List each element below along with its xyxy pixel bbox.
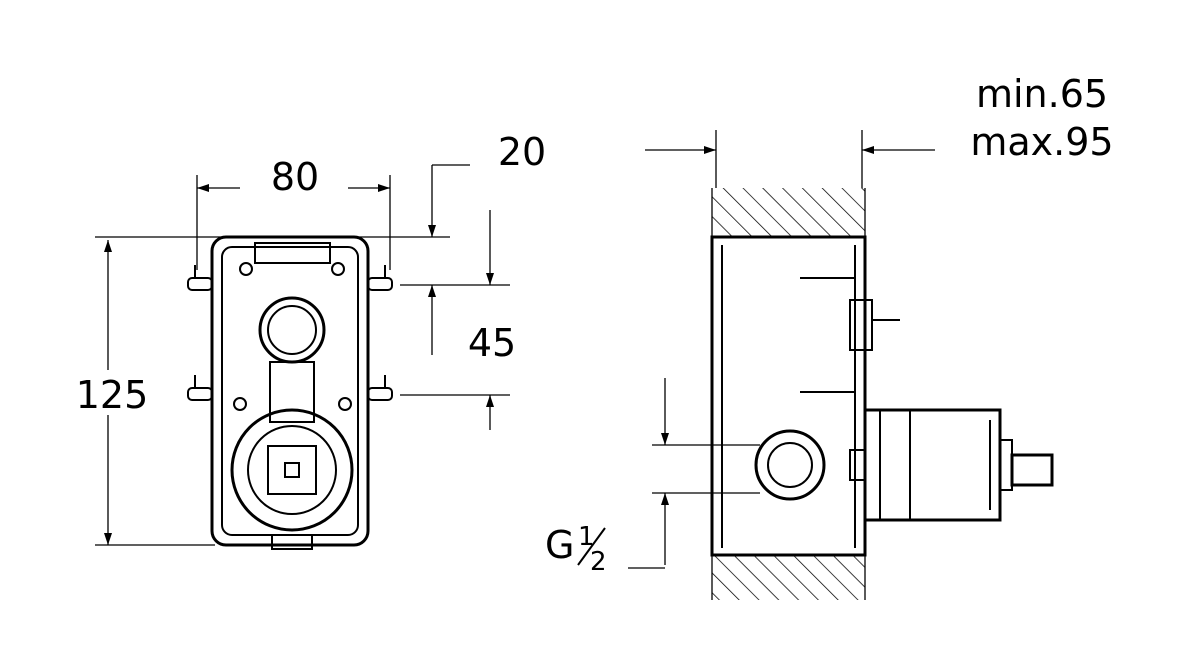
thread-label-denominator: 2 (590, 547, 607, 577)
front-view: 80 20 45 125 (76, 130, 546, 550)
offset-label: 20 (498, 130, 546, 174)
dimension-80: 80 (196, 155, 391, 270)
depth-max-label: max.95 (970, 120, 1113, 164)
dimension-20: 20 (95, 130, 546, 355)
dimension-125: 125 (76, 240, 215, 546)
valve-body-side (710, 235, 1054, 557)
width-label: 80 (271, 155, 319, 199)
dimension-45: 45 (400, 210, 516, 430)
spacing-label: 45 (468, 321, 516, 365)
thread-label-g: G (545, 523, 574, 567)
side-view: min.65 max.95 G 1 2 (545, 72, 1114, 600)
valve-body-front (187, 235, 393, 550)
depth-min-label: min.65 (976, 72, 1108, 116)
wall-hatching (711, 188, 866, 600)
dimension-thread: G 1 2 (545, 378, 760, 577)
height-label: 125 (76, 373, 149, 417)
dimension-depth: min.65 max.95 (645, 72, 1114, 188)
thread-label-numerator: 1 (578, 522, 595, 552)
